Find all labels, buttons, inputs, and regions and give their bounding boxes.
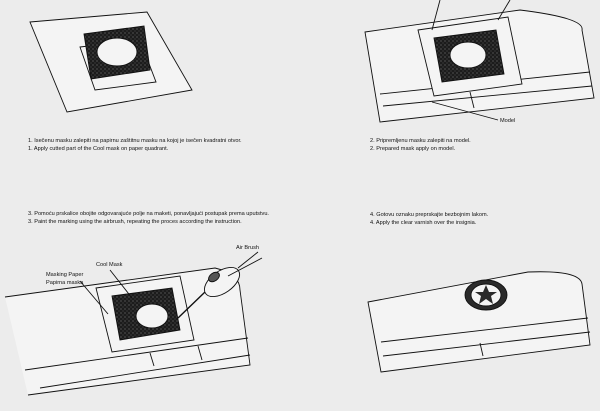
step-1-caption: 1. Isečenu masku zalepiti na papirnu zaš… bbox=[28, 137, 278, 153]
star-insignia-icon bbox=[464, 279, 508, 311]
wing-outline bbox=[367, 271, 591, 373]
wing-panel-line bbox=[149, 352, 155, 367]
wing-panel-line bbox=[382, 331, 591, 357]
panel-2-mask-on-model bbox=[364, 0, 595, 123]
wing-panel-line bbox=[382, 85, 593, 107]
wing-panel-line bbox=[469, 91, 475, 109]
step-4-line-2: 4. Apply the clear varnish over the insi… bbox=[370, 220, 477, 227]
step-3-line-2: 3. Paint the marking using the airbrush,… bbox=[28, 219, 242, 226]
wing-panel-line bbox=[479, 342, 484, 357]
panel-3-airbrush bbox=[4, 251, 263, 396]
model-leader-line bbox=[431, 101, 499, 121]
wing-panel-line bbox=[197, 345, 203, 361]
mask-circle-cutout bbox=[449, 41, 487, 69]
step-2-caption: 2. Pripremljenu masku zalepiti na model.… bbox=[370, 137, 600, 153]
mask-circle-cutout bbox=[96, 37, 138, 67]
step-3-line-1: 3. Pomoću prskalice obojite odgovarajuće… bbox=[28, 211, 269, 217]
wing-panel-line bbox=[39, 354, 251, 389]
cool-mask-label: Cool Mask bbox=[96, 262, 123, 268]
wing-panel-line bbox=[380, 317, 589, 343]
panel-1-mask-on-paper bbox=[29, 11, 193, 113]
model-label: Model bbox=[500, 118, 516, 124]
step-4-caption: 4. Gotovu oznaku preprskajte bezbojnim l… bbox=[370, 211, 600, 227]
leader-line bbox=[79, 280, 109, 315]
step-4-line-1: 4. Gotovu oznaku preprskajte bezbojnim l… bbox=[370, 212, 489, 218]
step-1-line-2: 1. Apply cutted part of the Cool mask on… bbox=[28, 146, 169, 153]
arrow-line bbox=[497, 0, 511, 21]
step-2-line-2: 2. Prepared mask apply on model. bbox=[370, 146, 456, 153]
step-2-line-1: 2. Pripremljenu masku zalepiti na model. bbox=[370, 138, 471, 144]
step-3-caption: 3. Pomoću prskalice obojite odgovarajuće… bbox=[28, 210, 278, 226]
papirna-maska-label: Papirna maska bbox=[46, 280, 84, 286]
arrow-line bbox=[431, 0, 441, 31]
step-1-line-1: 1. Isečenu masku zalepiti na papirnu zaš… bbox=[28, 138, 242, 144]
wing-panel-line bbox=[24, 337, 249, 371]
air-brush-label: Air Brush bbox=[236, 245, 260, 251]
leader-line bbox=[109, 269, 133, 299]
masking-paper-label: Masking Paper bbox=[46, 272, 84, 278]
leader-line bbox=[227, 257, 263, 277]
panel-4-insignia bbox=[367, 271, 591, 373]
sprayed-circle bbox=[135, 303, 169, 329]
